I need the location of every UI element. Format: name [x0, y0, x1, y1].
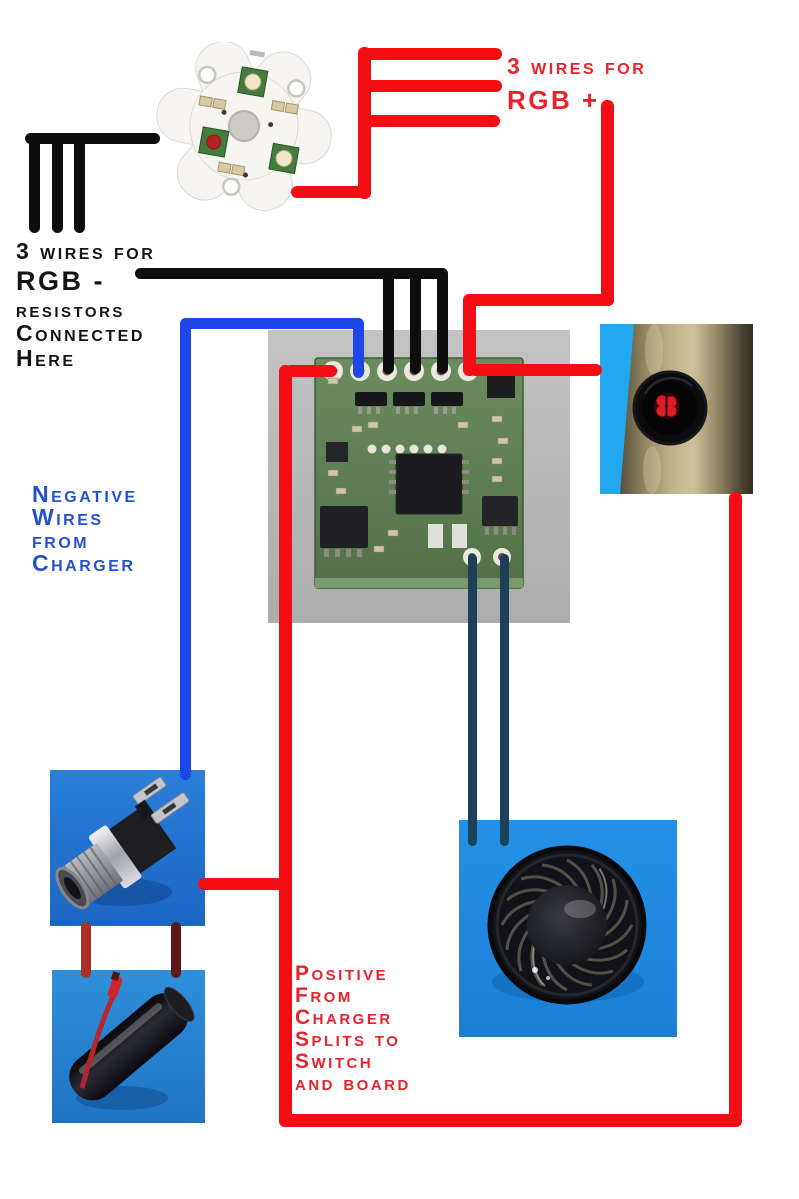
red-wire-jack-branch	[198, 878, 291, 890]
red-wire-comb-tooth-1	[364, 48, 502, 60]
switch-photo	[600, 324, 753, 494]
red-wire-comb-tooth-2	[364, 80, 502, 92]
label-rgb-minus-line-3: resistors	[16, 297, 125, 322]
black-wire-bus-horizontal	[135, 268, 447, 279]
label-negative-line-4: Charger	[32, 550, 136, 576]
driver-board-photo	[268, 330, 570, 623]
black-wire-board-1	[383, 268, 394, 374]
label-negative-line-2: Wires	[32, 504, 104, 530]
label-rgb-minus-line-4: Connected	[16, 320, 145, 346]
driver-board-icon	[268, 330, 570, 623]
blue-wire-horizontal	[180, 318, 364, 329]
red-wire-positive-left-vertical	[279, 365, 292, 1127]
battery-photo	[52, 970, 205, 1123]
speaker-icon	[459, 820, 677, 1037]
battery-lead-2	[171, 922, 181, 978]
label-rgb-minus-line-5: Here	[16, 345, 76, 371]
speaker-wire-1	[468, 554, 477, 846]
dc-jack-photo	[50, 770, 205, 926]
speaker-wire-2	[500, 554, 509, 846]
red-wire-board-hole1	[285, 365, 337, 377]
led-star-photo	[152, 40, 336, 212]
label-rgb-plus-line-1: 3 wires for	[507, 53, 647, 79]
label-positive-line-4: Splits to	[295, 1028, 401, 1051]
battery-icon	[52, 970, 205, 1123]
label-positive-line-3: Charger	[295, 1006, 393, 1029]
red-wire-board-to-switch	[469, 364, 602, 376]
blue-wire-vertical	[180, 320, 191, 780]
dc-jack-icon	[50, 770, 205, 926]
red-wire-plus-vertical	[601, 100, 614, 306]
red-wire-comb-tooth-3	[364, 115, 500, 127]
speaker-photo	[459, 820, 677, 1037]
red-wire-star-connector	[291, 186, 371, 198]
black-wire-negative-3	[74, 133, 85, 233]
battery-lead-1	[81, 922, 91, 978]
label-positive-line-6: and board	[295, 1072, 411, 1095]
label-negative-line-1: Negative	[32, 481, 138, 507]
label-rgb-minus-line-1: 3 wires for	[16, 238, 156, 264]
switch-icon	[600, 324, 753, 494]
label-positive-line-5: Switch	[295, 1050, 374, 1073]
red-wire-plus-drop	[463, 294, 476, 376]
label-positive-line-1: Positive	[295, 962, 389, 985]
label-rgb-minus-line-2: RGB -	[16, 266, 105, 296]
black-wire-star-horizontal	[25, 133, 160, 144]
blue-wire-board-drop	[353, 320, 364, 378]
led-star-icon	[156, 40, 332, 212]
red-wire-plus-horizontal	[464, 294, 614, 306]
black-wire-board-2	[410, 268, 421, 374]
label-rgb-plus-line-2: RGB +	[507, 85, 600, 115]
red-wire-bottom-horizontal	[279, 1114, 742, 1127]
label-positive-line-2: From	[295, 984, 353, 1007]
black-wire-negative-1	[29, 133, 40, 233]
label-negative-line-3: from	[32, 527, 90, 553]
red-wire-switch-vertical	[729, 492, 742, 1122]
black-wire-negative-2	[52, 133, 63, 233]
black-wire-board-3	[437, 268, 448, 374]
